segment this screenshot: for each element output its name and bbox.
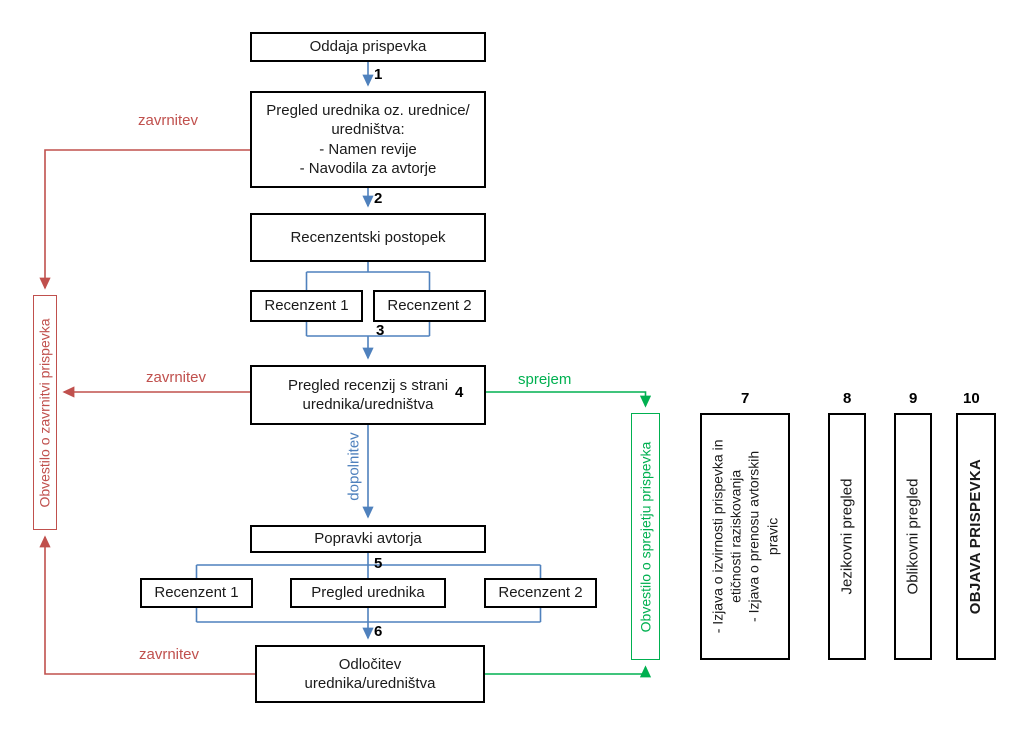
node-layout-review: Oblikovni pregled xyxy=(894,413,932,660)
edge-author-revisions-split xyxy=(195,553,542,578)
node-author-revisions: Popravki avtorja xyxy=(250,525,486,553)
node-editor-review: Pregled urednika oz. urednice/ uredništv… xyxy=(250,91,486,188)
node-publication: OBJAVA PRISPEVKA xyxy=(956,413,996,660)
edge-reviewers-merge xyxy=(305,322,431,337)
node-language-review: Jezikovni pregled xyxy=(828,413,866,660)
edge-label-reject-mid: zavrnitev xyxy=(146,369,207,386)
node-rejection-notice: Obvestilo o zavrnitvi prispevka xyxy=(33,295,57,530)
step-number-5: 5 xyxy=(374,555,383,572)
step-number-8: 8 xyxy=(843,390,852,407)
edge-review-assessment-acceptance xyxy=(486,391,652,408)
step-number-10: 10 xyxy=(963,390,980,407)
layout-review-label: Oblikovni pregled xyxy=(904,478,922,595)
step-number-6: 6 xyxy=(374,623,383,640)
step-number-9: 9 xyxy=(909,390,918,407)
edge-review-process-to-reviewers xyxy=(305,262,431,290)
edge-final-decision-rejection xyxy=(39,535,255,675)
acceptance-notice-label: Obvestilo o sprejetju prispevka xyxy=(637,441,654,632)
declarations-label: - Izjava o izvirnosti prispevka in etičn… xyxy=(709,439,781,634)
edge-label-accept: sprejem xyxy=(518,371,572,388)
edge-label-reject-bottom: zavrnitev xyxy=(139,646,200,663)
node-reviewer2-top: Recenzent 2 xyxy=(373,290,486,322)
rejection-notice-label: Obvestilo o zavrnitvi prispevka xyxy=(37,317,54,508)
language-review-label: Jezikovni pregled xyxy=(838,478,856,595)
edge-label-revise: dopolnitev xyxy=(345,432,363,501)
node-reviewer1-top: Recenzent 1 xyxy=(250,290,363,322)
node-acceptance-notice: Obvestilo o sprejetju prispevka xyxy=(631,413,660,660)
step-number-2: 2 xyxy=(374,190,383,207)
node-reviewer1-round2: Recenzent 1 xyxy=(140,578,253,608)
node-review-process: Recenzentski postopek xyxy=(250,213,486,262)
edge-final-decision-acceptance xyxy=(485,665,652,678)
node-reviewer2-round2: Recenzent 2 xyxy=(484,578,597,608)
publication-label: OBJAVA PRISPEVKA xyxy=(967,458,985,615)
step-number-1: 1 xyxy=(374,66,383,83)
node-review-assessment: Pregled recenzij s strani urednika/uredn… xyxy=(250,365,486,425)
step-number-7: 7 xyxy=(741,390,750,407)
node-editor-check-round2: Pregled urednika xyxy=(290,578,446,608)
step-number-3: 3 xyxy=(376,322,385,339)
edge-editor-review-rejection xyxy=(39,149,250,290)
node-submission: Oddaja prispevka xyxy=(250,32,486,62)
step-number-4: 4 xyxy=(455,384,464,401)
node-final-decision: Odločitev urednika/uredništva xyxy=(255,645,485,703)
edge-label-reject-top: zavrnitev xyxy=(138,112,199,129)
node-declarations: - Izjava o izvirnosti prispevka in etičn… xyxy=(700,413,790,660)
